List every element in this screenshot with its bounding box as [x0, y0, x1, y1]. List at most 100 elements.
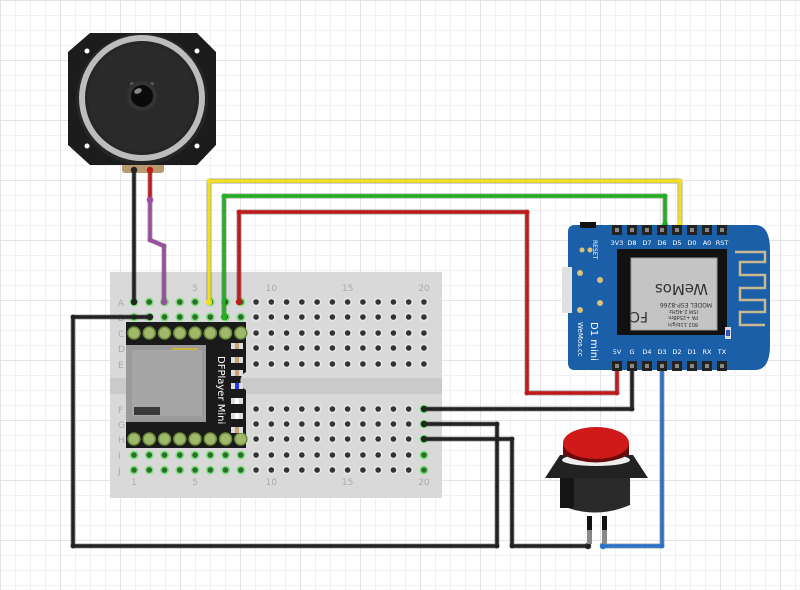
breadboard-hole[interactable]	[266, 450, 276, 460]
breadboard-hole[interactable]	[358, 404, 368, 414]
breadboard-hole[interactable]	[389, 434, 398, 444]
breadboard-hole[interactable]	[389, 419, 398, 429]
breadboard-hole[interactable]	[404, 465, 414, 475]
breadboard-hole[interactable]	[404, 328, 414, 338]
breadboard-hole[interactable]	[373, 419, 383, 429]
breadboard-hole[interactable]	[358, 465, 368, 475]
breadboard-hole[interactable]	[373, 343, 383, 353]
breadboard-hole[interactable]	[419, 297, 429, 307]
breadboard-hole[interactable]	[358, 343, 368, 353]
pin-rst[interactable]	[720, 228, 724, 232]
pin-d7[interactable]	[645, 228, 649, 232]
breadboard-hole[interactable]	[144, 450, 154, 460]
breadboard-hole[interactable]	[297, 312, 307, 322]
pin-3v3[interactable]	[615, 228, 619, 232]
breadboard-hole[interactable]	[160, 450, 169, 460]
breadboard-hole[interactable]	[343, 419, 353, 429]
breadboard-hole[interactable]	[282, 312, 291, 322]
breadboard-hole[interactable]	[404, 419, 414, 429]
push-button[interactable]	[545, 427, 648, 544]
breadboard-hole[interactable]	[343, 359, 353, 369]
breadboard-hole[interactable]	[190, 450, 200, 460]
breadboard-hole[interactable]	[251, 434, 261, 444]
breadboard-hole[interactable]	[190, 312, 200, 322]
breadboard-hole[interactable]	[251, 419, 261, 429]
breadboard-hole[interactable]	[236, 465, 246, 475]
breadboard-hole[interactable]	[251, 450, 261, 460]
breadboard-hole[interactable]	[266, 404, 276, 414]
breadboard-hole[interactable]	[205, 312, 215, 322]
breadboard-hole[interactable]	[266, 465, 276, 475]
breadboard-hole[interactable]	[144, 465, 154, 475]
breadboard-hole[interactable]	[419, 312, 429, 322]
breadboard-hole[interactable]	[297, 404, 307, 414]
breadboard-hole[interactable]	[236, 450, 246, 460]
breadboard-hole[interactable]	[312, 450, 322, 460]
breadboard-hole[interactable]	[327, 312, 337, 322]
breadboard-hole[interactable]	[160, 312, 169, 322]
pin-d0[interactable]	[690, 228, 694, 232]
breadboard-hole[interactable]	[297, 465, 307, 475]
wemos-d1-mini-board[interactable]: RESET D1 mini WeMos.cc MODEL ESP-8266 IS…	[562, 222, 770, 371]
breadboard-hole[interactable]	[312, 328, 322, 338]
breadboard-hole[interactable]	[327, 343, 337, 353]
breadboard-hole[interactable]	[251, 343, 261, 353]
pin-5v[interactable]	[615, 364, 619, 368]
breadboard-hole[interactable]	[175, 312, 185, 322]
breadboard-hole[interactable]	[312, 312, 322, 322]
breadboard-hole[interactable]	[297, 359, 307, 369]
breadboard-hole[interactable]	[419, 450, 429, 460]
breadboard-hole[interactable]	[343, 465, 353, 475]
breadboard-hole[interactable]	[327, 419, 337, 429]
breadboard-hole[interactable]	[282, 359, 291, 369]
breadboard-hole[interactable]	[282, 419, 291, 429]
breadboard-hole[interactable]	[389, 297, 398, 307]
breadboard-hole[interactable]	[343, 312, 353, 322]
breadboard-hole[interactable]	[312, 404, 322, 414]
breadboard-hole[interactable]	[266, 419, 276, 429]
breadboard-hole[interactable]	[404, 434, 414, 444]
breadboard-hole[interactable]	[312, 297, 322, 307]
breadboard-hole[interactable]	[389, 312, 398, 322]
breadboard-hole[interactable]	[343, 343, 353, 353]
breadboard-hole[interactable]	[266, 434, 276, 444]
breadboard-hole[interactable]	[327, 450, 337, 460]
breadboard-hole[interactable]	[358, 450, 368, 460]
breadboard-hole[interactable]	[389, 328, 398, 338]
breadboard-hole[interactable]	[389, 404, 398, 414]
breadboard-hole[interactable]	[373, 312, 383, 322]
breadboard-hole[interactable]	[358, 297, 368, 307]
breadboard-hole[interactable]	[389, 343, 398, 353]
dfplayer-mini-module[interactable]: DFPlayer Mini	[126, 322, 248, 448]
breadboard-hole[interactable]	[358, 419, 368, 429]
breadboard-hole[interactable]	[221, 450, 230, 460]
breadboard-hole[interactable]	[327, 404, 337, 414]
breadboard-hole[interactable]	[205, 450, 215, 460]
pin-g[interactable]	[630, 364, 634, 368]
breadboard-hole[interactable]	[282, 404, 291, 414]
breadboard-hole[interactable]	[129, 450, 139, 460]
breadboard-hole[interactable]	[404, 343, 414, 353]
breadboard-hole[interactable]	[312, 465, 322, 475]
breadboard-hole[interactable]	[266, 359, 276, 369]
breadboard-hole[interactable]	[251, 404, 261, 414]
pin-d8[interactable]	[630, 228, 634, 232]
breadboard-hole[interactable]	[221, 465, 230, 475]
breadboard-hole[interactable]	[297, 419, 307, 429]
breadboard-hole[interactable]	[251, 328, 261, 338]
breadboard-hole[interactable]	[282, 328, 291, 338]
breadboard-hole[interactable]	[419, 328, 429, 338]
pin-d6[interactable]	[660, 228, 664, 232]
breadboard-hole[interactable]	[327, 359, 337, 369]
breadboard-hole[interactable]	[419, 359, 429, 369]
breadboard-hole[interactable]	[389, 450, 398, 460]
breadboard-hole[interactable]	[282, 450, 291, 460]
breadboard-hole[interactable]	[389, 359, 398, 369]
breadboard-hole[interactable]	[129, 465, 139, 475]
breadboard-hole[interactable]	[343, 328, 353, 338]
breadboard-hole[interactable]	[251, 312, 261, 322]
breadboard-hole[interactable]	[389, 465, 398, 475]
breadboard-hole[interactable]	[266, 312, 276, 322]
breadboard-hole[interactable]	[297, 434, 307, 444]
breadboard-hole[interactable]	[251, 359, 261, 369]
